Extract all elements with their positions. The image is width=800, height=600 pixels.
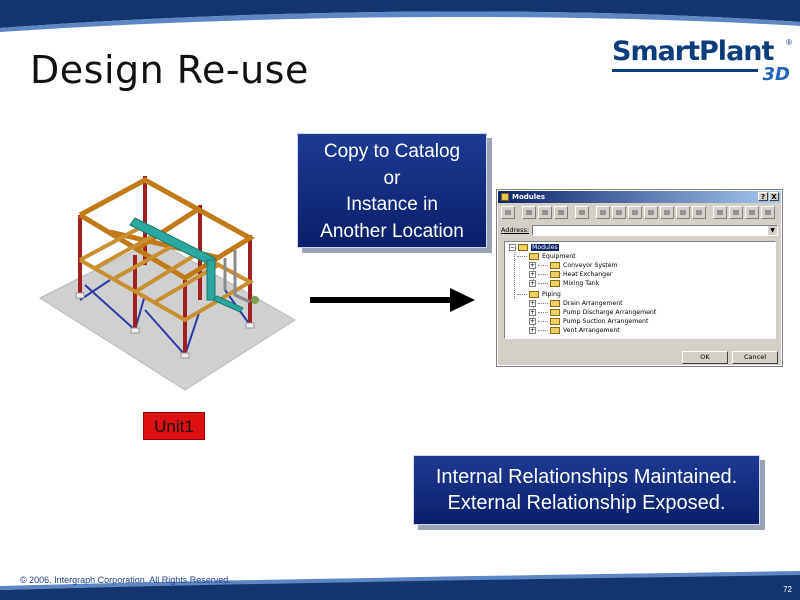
logo-wordmark: SmartPlant: [612, 36, 774, 67]
callout-line: or: [383, 167, 401, 189]
print-icon[interactable]: [745, 206, 759, 219]
save-icon[interactable]: [501, 206, 515, 219]
dialog-toolbar: [498, 203, 781, 223]
help-button[interactable]: ?: [758, 192, 768, 201]
large-icons-icon[interactable]: [660, 206, 674, 219]
cut-icon[interactable]: [522, 206, 536, 219]
collapse-icon[interactable]: −: [509, 243, 516, 251]
header-swoosh: [0, 0, 800, 32]
tree-item[interactable]: + Vent Arrangement: [529, 326, 620, 335]
details-icon[interactable]: [692, 206, 706, 219]
forward-icon[interactable]: [729, 206, 743, 219]
delete-icon[interactable]: [554, 206, 568, 219]
expand-icon[interactable]: +: [529, 326, 536, 334]
folder-icon: [550, 270, 560, 278]
folder-open-icon: [518, 243, 528, 251]
tree-item-group[interactable]: Equipment: [517, 252, 576, 261]
expand-icon[interactable]: +: [529, 261, 536, 269]
modules-tree[interactable]: − Modules Equipment + Conveyor System + Hea…: [504, 241, 776, 339]
chevron-down-icon[interactable]: ▼: [768, 225, 777, 235]
back-icon[interactable]: [713, 206, 727, 219]
dialog-title: Modules: [512, 193, 546, 201]
tree-item[interactable]: + Heat Exchanger: [529, 270, 612, 279]
address-row: Address: ▼: [498, 223, 781, 237]
tree-item-label: Pump Discharge Arrangement: [563, 309, 657, 316]
dialog-titlebar: Modules ? X: [498, 191, 781, 203]
slide-title: Design Re-use: [30, 48, 309, 92]
copyright-text: © 2006. Intergraph Corporation. All Righ…: [20, 575, 231, 585]
logo-registered: ®: [786, 38, 792, 47]
ok-button[interactable]: OK: [682, 351, 728, 364]
tree-item-label: Drain Arrangement: [563, 300, 623, 307]
expand-icon[interactable]: +: [529, 299, 536, 307]
tree-item-label: Modules: [531, 244, 559, 251]
callout-line: Instance in: [346, 194, 438, 215]
relationships-callout: Internal Relationships Maintained. Exter…: [413, 455, 760, 525]
list-icon[interactable]: [676, 206, 690, 219]
search-icon[interactable]: [761, 206, 775, 219]
tree-item[interactable]: + Mixing Tank: [529, 279, 599, 288]
callout-line: Internal Relationships Maintained.: [435, 466, 738, 488]
new-icon[interactable]: [596, 206, 610, 219]
address-input[interactable]: ▼: [532, 224, 778, 236]
copy-to-catalog-callout: Copy to Catalog or Instance in Another L…: [297, 133, 487, 248]
tree-item[interactable]: + Drain Arrangement: [529, 299, 623, 308]
folder-up-icon[interactable]: [644, 206, 658, 219]
tree-item-label: Vent Arrangement: [563, 327, 620, 334]
folder-icon: [529, 290, 539, 298]
callout-line: External Relationship Exposed.: [447, 492, 726, 514]
tree-item-label: Heat Exchanger: [563, 271, 613, 278]
footer-swoosh: [0, 571, 800, 600]
unit-label: Unit1: [143, 412, 205, 440]
info-icon[interactable]: [628, 206, 642, 219]
tree-item[interactable]: + Pump Suction Arrangement: [529, 317, 648, 326]
tree-item[interactable]: + Pump Discharge Arrangement: [529, 308, 656, 317]
logo-3d: 3D: [762, 64, 790, 85]
folder-icon: [550, 261, 560, 269]
steel-structure-model-image: [38, 176, 296, 391]
folder-icon: [550, 299, 560, 307]
tree-item-label: Pump Suction Arrangement: [563, 318, 649, 325]
expand-icon[interactable]: +: [529, 270, 536, 278]
logo-underline: [612, 69, 758, 72]
page-number: 72: [783, 585, 792, 594]
undo-icon[interactable]: [575, 206, 589, 219]
tree-item-root[interactable]: − Modules: [509, 243, 559, 252]
tree-item-label: Mixing Tank: [563, 280, 600, 287]
callout-line: Another Location: [320, 220, 464, 242]
address-label: Address:: [501, 226, 530, 234]
copy-icon[interactable]: [538, 206, 552, 219]
tree-item-label: Piping: [542, 291, 561, 298]
tree-item-label: Conveyor System: [563, 262, 618, 269]
tree-item-group[interactable]: Piping: [517, 290, 561, 299]
expand-icon[interactable]: +: [529, 308, 536, 316]
callout-line: Copy to Catalog: [323, 141, 461, 162]
tree-item-label: Equipment: [542, 253, 576, 260]
expand-icon[interactable]: +: [529, 279, 536, 287]
cancel-button[interactable]: Cancel: [732, 351, 778, 364]
expand-icon[interactable]: +: [529, 317, 536, 325]
close-button[interactable]: X: [769, 192, 779, 201]
modules-dialog: Modules ? X Address: ▼ −Mod: [496, 189, 783, 367]
folder-icon: [550, 326, 560, 334]
folder-icon: [550, 317, 560, 325]
smartplant-logo: SmartPlant ® 3D: [612, 36, 794, 86]
tree-item[interactable]: + Conveyor System: [529, 261, 618, 270]
right-arrow-icon: [310, 288, 475, 312]
folder-icon: [550, 308, 560, 316]
folder-icon: [550, 279, 560, 287]
folder-icon: [501, 193, 509, 201]
properties-icon[interactable]: [612, 206, 626, 219]
folder-icon: [529, 252, 539, 260]
